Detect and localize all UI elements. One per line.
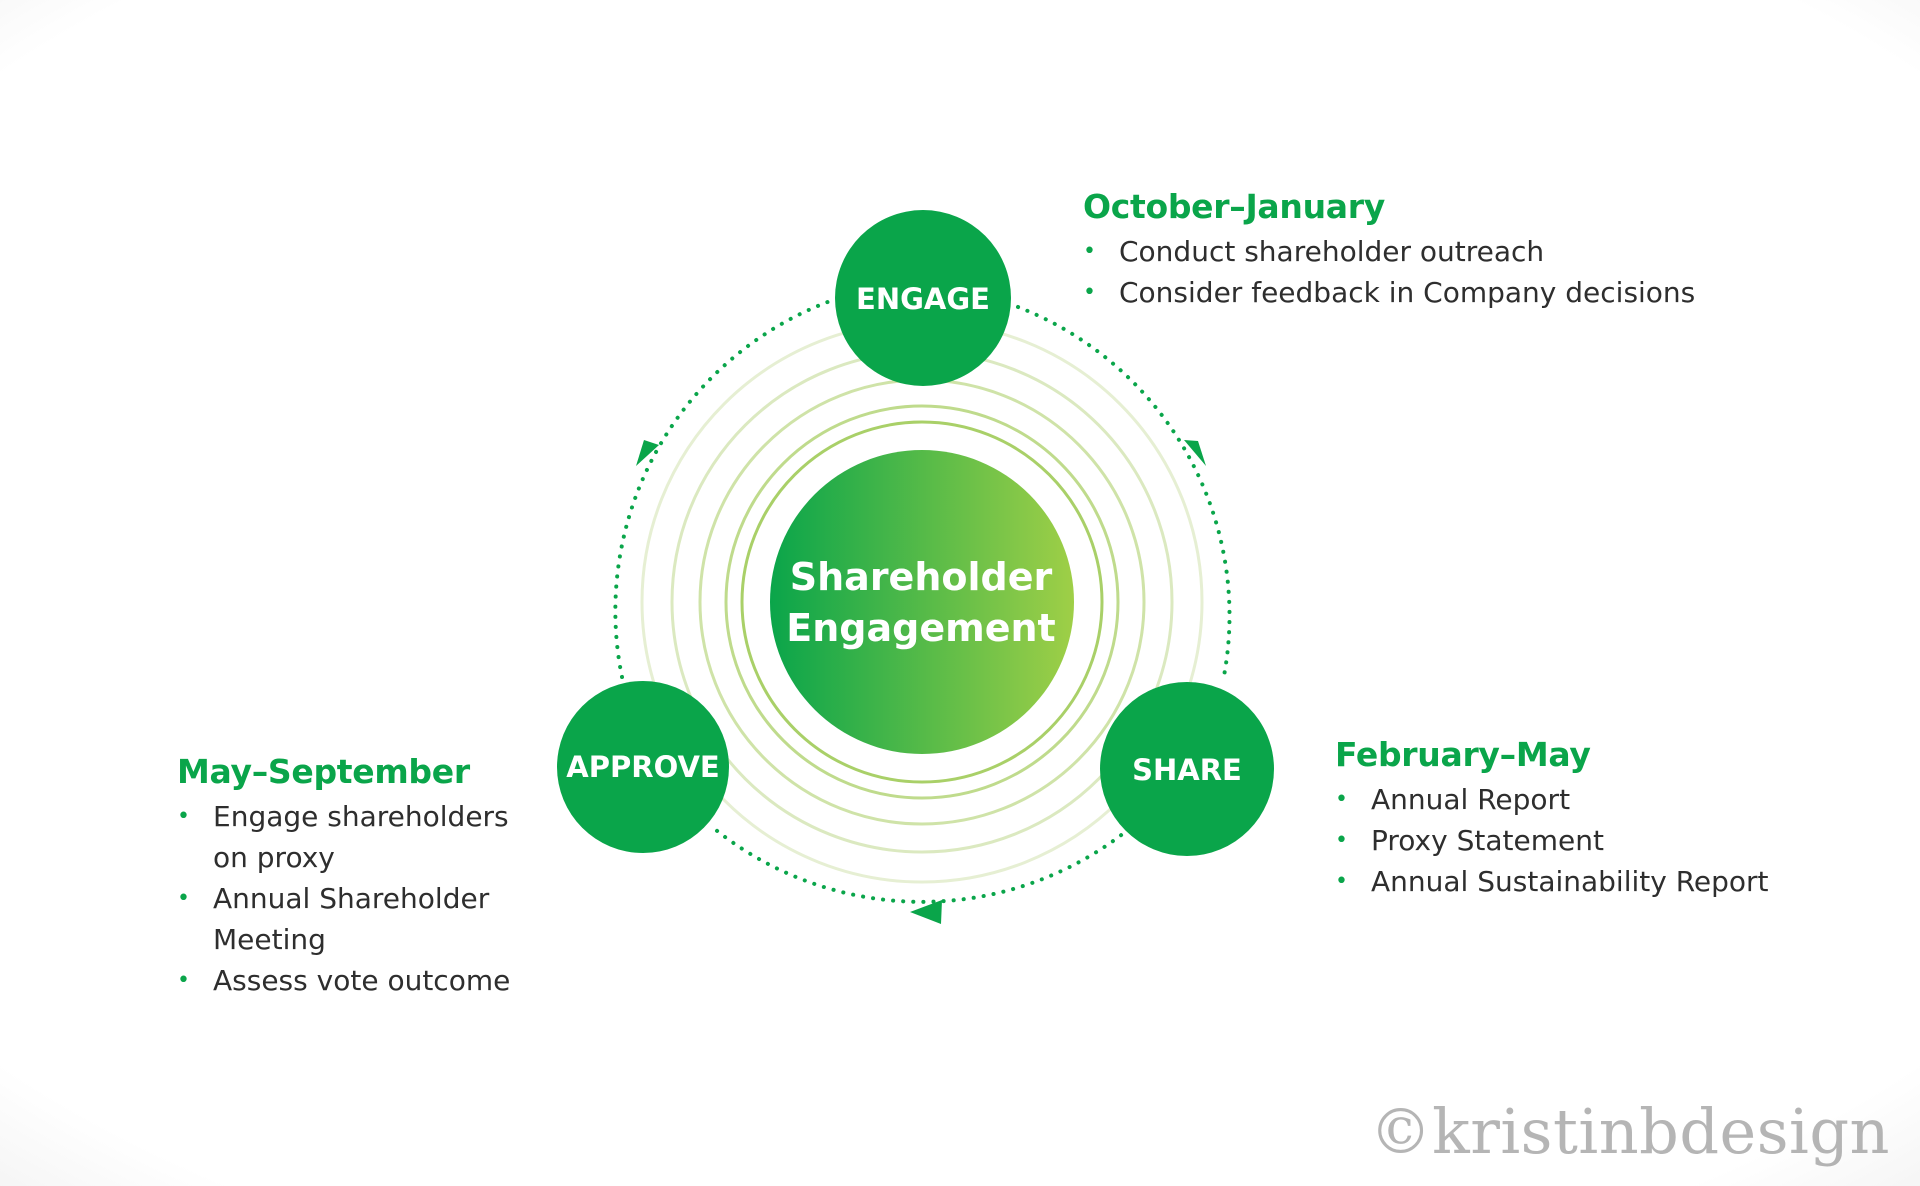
list-item: Annual Shareholder — [177, 878, 510, 919]
share-circle — [1100, 682, 1274, 856]
engage-label: ENGAGE — [856, 282, 990, 316]
center-circle — [770, 450, 1074, 754]
center-label-line1: Shareholder — [790, 555, 1053, 599]
list-item: Consider feedback in Company decisions — [1083, 272, 1695, 313]
approve-period: May–September — [177, 752, 470, 791]
approve-panel: May–September Engage shareholders on pro… — [177, 752, 510, 1001]
list-item: Annual Report — [1335, 779, 1769, 820]
list-item: Proxy Statement — [1335, 820, 1769, 861]
cycle-arrows — [613, 298, 1232, 904]
list-item: Assess vote outcome — [177, 960, 510, 1001]
share-label: SHARE — [1132, 753, 1242, 787]
arrowhead-left-icon — [636, 440, 659, 466]
node-share: SHARE — [1100, 682, 1274, 856]
arrow-share-to-approve — [709, 824, 1131, 904]
approve-list: Engage shareholders on proxy Annual Shar… — [177, 796, 510, 1001]
engage-circle — [835, 210, 1011, 386]
list-item: Engage shareholders — [177, 796, 510, 837]
approve-circle — [557, 681, 729, 853]
list-item-continuation: on proxy — [213, 841, 335, 874]
node-engage: ENGAGE — [835, 210, 1011, 386]
engage-panel: October–January Conduct shareholder outr… — [1083, 187, 1695, 313]
arrow-engage-to-share — [1016, 305, 1232, 683]
list-item: Annual Sustainability Report — [1335, 861, 1769, 902]
watermark: ©kristinbdesign — [1369, 1095, 1890, 1168]
center-node: Shareholder Engagement — [770, 450, 1074, 754]
share-list: Annual Report Proxy Statement Annual Sus… — [1335, 779, 1769, 902]
node-approve: APPROVE — [557, 681, 729, 853]
arrow-approve-to-engage — [613, 298, 835, 679]
engage-period: October–January — [1083, 187, 1385, 226]
arrowhead-right-icon — [1184, 440, 1206, 466]
list-item: Conduct shareholder outreach — [1083, 231, 1695, 272]
engage-list: Conduct shareholder outreach Consider fe… — [1083, 231, 1695, 313]
approve-label: APPROVE — [566, 750, 719, 784]
arrowhead-bottom-icon — [910, 900, 942, 924]
arrowheads — [636, 440, 1206, 924]
share-panel: February–May Annual Report Proxy Stateme… — [1335, 735, 1769, 902]
center-label-line2: Engagement — [786, 606, 1055, 650]
share-period: February–May — [1335, 735, 1591, 774]
list-item-continuation: Meeting — [213, 923, 326, 956]
ring-inner — [740, 420, 1104, 784]
ring-outer-4 — [724, 404, 1120, 800]
